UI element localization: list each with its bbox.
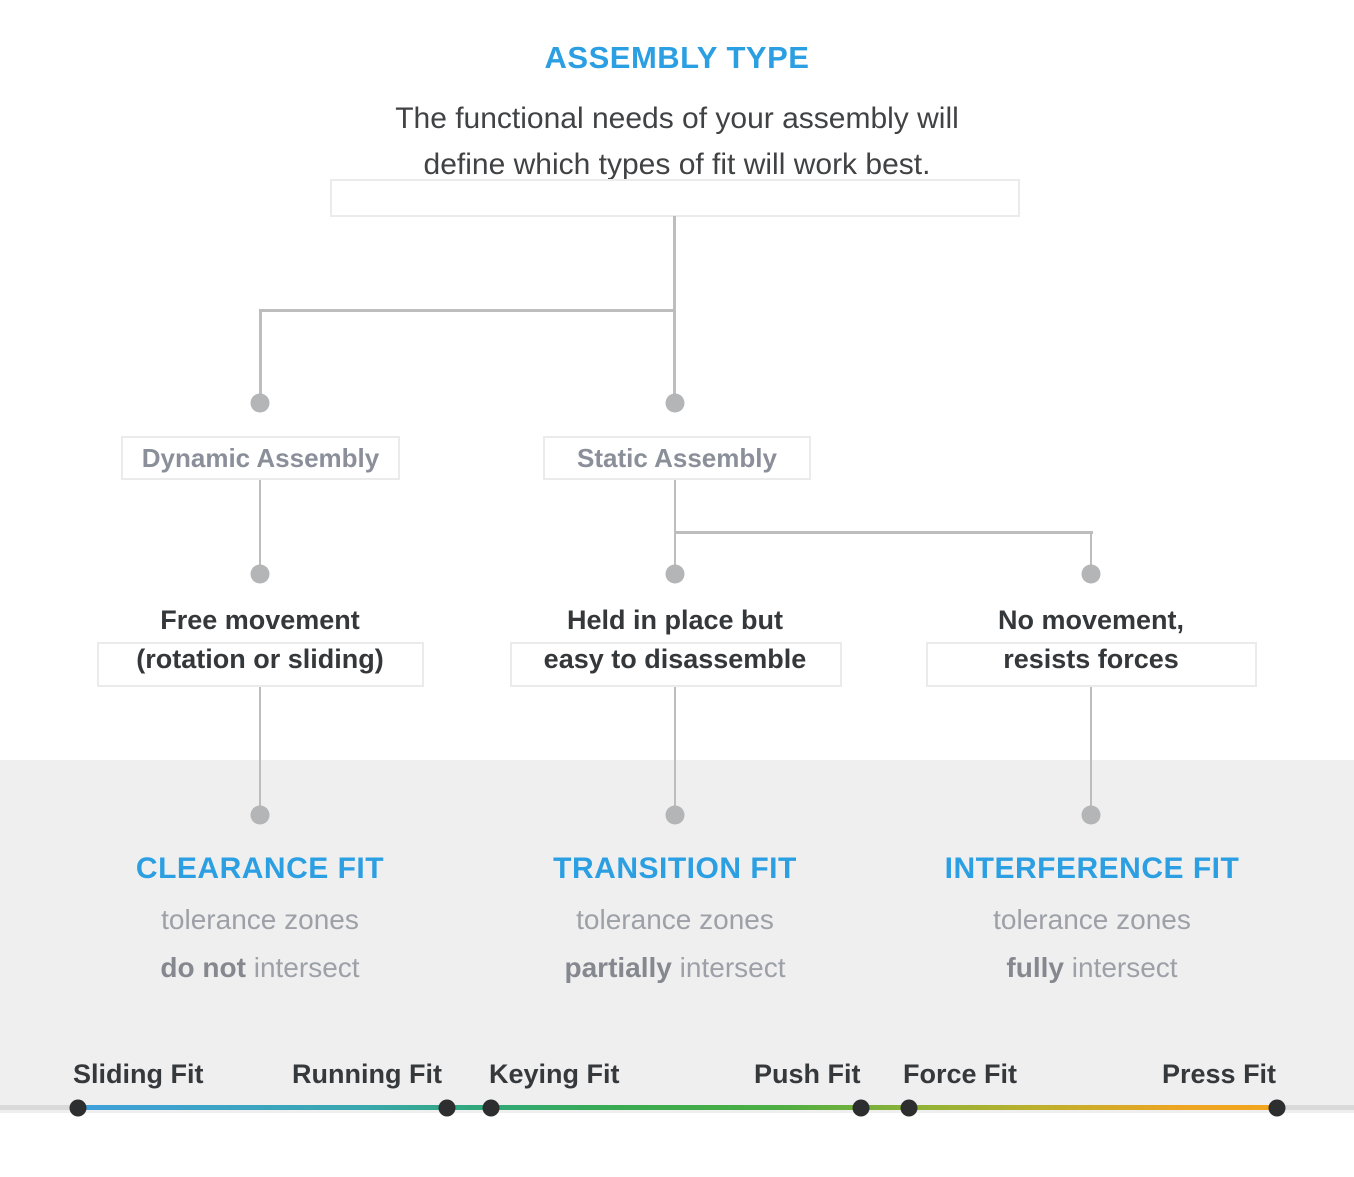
- connector-dot: [250, 564, 270, 584]
- connector-line: [1090, 687, 1092, 806]
- node-static-assembly: Static Assembly: [577, 443, 777, 473]
- fit-clearance-emphasis: do not: [160, 952, 246, 983]
- page-title: ASSEMBLY TYPE: [544, 40, 810, 75]
- fit-interference-rest: intersect: [1063, 952, 1178, 983]
- scale-label-sliding-fit: Sliding Fit: [73, 1059, 204, 1089]
- subtitle-bracket-box: [330, 179, 1020, 217]
- node-no-movement: No movement, resists forces: [871, 601, 1311, 679]
- connector-line: [674, 533, 676, 565]
- node-dynamic-assembly-box: [121, 436, 400, 480]
- page-subtitle-line2: define which types of fit will work best…: [423, 148, 931, 181]
- fit-transition-desc-line1: tolerance zones: [576, 904, 774, 935]
- connector-dot: [665, 805, 685, 825]
- connector-line: [673, 309, 676, 396]
- connector-dot: [1081, 564, 1101, 584]
- node-no-movement-line1: No movement,: [997, 605, 1185, 635]
- scale-label-push-fit: Push Fit: [754, 1059, 861, 1089]
- connector-line: [259, 687, 261, 806]
- fit-transition: TRANSITION FIT tolerance zones partially…: [455, 852, 895, 992]
- connector-dot: [1081, 805, 1101, 825]
- connector-line: [674, 687, 676, 806]
- connector-line: [259, 309, 676, 312]
- connector-line: [1090, 533, 1092, 565]
- fit-clearance-rest: intersect: [245, 952, 360, 983]
- fit-interference-title: INTERFERENCE FIT: [944, 852, 1240, 885]
- fit-clearance-desc-line1: tolerance zones: [161, 904, 359, 935]
- node-no-movement-line2: resists forces: [1003, 644, 1179, 674]
- scale-label-force-fit: Force Fit: [903, 1059, 1018, 1089]
- connector-dot: [250, 805, 270, 825]
- fit-transition-desc-line2: partially intersect: [455, 944, 895, 992]
- node-free-movement-line2: (rotation or sliding): [136, 644, 384, 674]
- scale-label-running-fit: Running Fit: [292, 1059, 442, 1089]
- connector-line: [673, 216, 676, 311]
- connector-line: [674, 531, 1093, 534]
- node-free-movement-box: [97, 642, 424, 687]
- page-subtitle: The functional needs of your assembly wi…: [0, 96, 1354, 188]
- connector-dot: [665, 393, 685, 413]
- node-free-movement-line1: Free movement: [160, 605, 360, 635]
- fit-clearance-title: CLEARANCE FIT: [135, 852, 385, 885]
- scale-dot: [482, 1099, 500, 1116]
- fit-clearance: CLEARANCE FIT tolerance zones do not int…: [40, 852, 480, 992]
- scale-dot: [69, 1099, 87, 1116]
- scale-dot: [1268, 1099, 1286, 1116]
- connector-line: [674, 480, 676, 533]
- fit-interference-desc-line2: fully intersect: [872, 944, 1312, 992]
- fit-interference-desc-line1: tolerance zones: [993, 904, 1191, 935]
- fit-clearance-desc-line2: do not intersect: [40, 944, 480, 992]
- connector-dot: [250, 393, 270, 413]
- connector-dot: [665, 564, 685, 584]
- fit-interference-emphasis: fully: [1006, 952, 1064, 983]
- scale-dot: [900, 1099, 918, 1116]
- node-held-in-place-box: [510, 642, 842, 687]
- node-free-movement: Free movement (rotation or sliding): [40, 601, 480, 679]
- node-no-movement-box: [926, 642, 1257, 687]
- scale-label-press-fit: Press Fit: [1162, 1059, 1277, 1089]
- page-subtitle-line1: The functional needs of your assembly wi…: [395, 102, 959, 135]
- scale-dot: [852, 1099, 870, 1116]
- connector-line: [259, 309, 262, 396]
- node-static-assembly-box: [543, 436, 811, 480]
- scale-gradient-line: [78, 1105, 1277, 1110]
- fit-transition-title: TRANSITION FIT: [553, 852, 797, 885]
- scale-dot: [438, 1099, 456, 1116]
- fit-transition-emphasis: partially: [564, 952, 672, 983]
- node-dynamic-assembly: Dynamic Assembly: [141, 443, 380, 473]
- fit-transition-rest: intersect: [671, 952, 786, 983]
- connector-line: [259, 480, 261, 565]
- node-held-in-place-line1: Held in place but: [566, 605, 784, 635]
- fit-interference: INTERFERENCE FIT tolerance zones fully i…: [872, 852, 1312, 992]
- node-held-in-place-line2: easy to disassemble: [543, 644, 807, 674]
- node-held-in-place: Held in place but easy to disassemble: [455, 601, 895, 679]
- scale-label-keying-fit: Keying Fit: [489, 1059, 620, 1089]
